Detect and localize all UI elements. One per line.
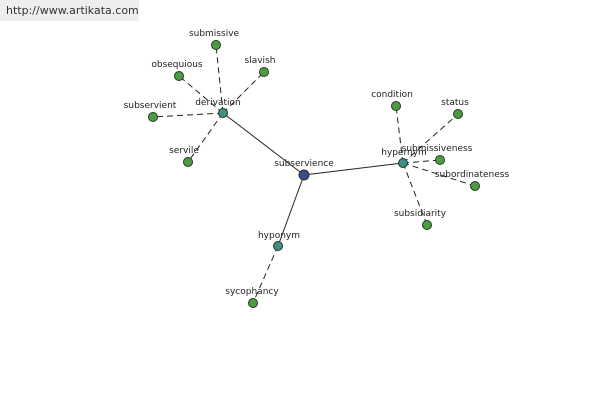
edge-hyponym-sycophancy — [252, 245, 279, 304]
edge-hypernym-status — [402, 113, 459, 164]
label-subservience[interactable]: subservience — [274, 159, 334, 169]
node-obsequious[interactable] — [174, 71, 184, 81]
label-subservient[interactable]: subservient — [124, 101, 177, 111]
edge-hypernym-subsidiarity — [402, 162, 428, 226]
node-subservient[interactable] — [148, 112, 158, 122]
node-status[interactable] — [453, 109, 463, 119]
node-servile[interactable] — [183, 157, 193, 167]
watermark-url: http://www.artikata.com — [0, 0, 139, 21]
label-slavish[interactable]: slavish — [245, 56, 276, 66]
label-status[interactable]: status — [441, 98, 469, 108]
node-hypernym[interactable] — [398, 158, 408, 168]
node-subsidiarity[interactable] — [422, 220, 432, 230]
node-submissiveness[interactable] — [435, 155, 445, 165]
label-hypernym[interactable]: hypernym — [381, 148, 427, 158]
edge-hypernym-submissiveness — [402, 159, 441, 164]
label-derivation[interactable]: derivation — [195, 98, 241, 108]
edge-derivation-servile — [187, 112, 224, 163]
edge-layer — [152, 44, 476, 304]
label-servile[interactable]: servile — [169, 146, 199, 156]
node-layer — [148, 40, 480, 308]
node-slavish[interactable] — [259, 67, 269, 77]
label-subordinateness[interactable]: subordinateness — [435, 170, 510, 180]
node-subservience[interactable] — [298, 169, 310, 181]
edge-subservience-derivation — [222, 112, 305, 176]
edge-derivation-submissive — [215, 44, 224, 114]
label-submissiveness[interactable]: submissiveness — [402, 144, 473, 154]
edge-derivation-subservient — [152, 112, 224, 118]
edge-hypernym-subordinateness — [402, 162, 476, 187]
label-obsequious[interactable]: obsequious — [151, 60, 203, 70]
label-sycophancy[interactable]: sycophancy — [225, 287, 279, 297]
label-hyponym[interactable]: hyponym — [258, 231, 300, 241]
node-hyponym[interactable] — [273, 241, 283, 251]
node-submissive[interactable] — [211, 40, 221, 50]
node-derivation[interactable] — [218, 108, 228, 118]
label-submissive[interactable]: submissive — [189, 29, 240, 39]
label-layer: subservience derivation hypernym hyponym sub… — [124, 29, 510, 297]
node-sycophancy[interactable] — [248, 298, 258, 308]
node-subordinateness[interactable] — [470, 181, 480, 191]
label-condition[interactable]: condition — [371, 90, 413, 100]
label-subsidiarity[interactable]: subsidiarity — [394, 209, 447, 219]
edge-subservience-hyponym — [277, 174, 305, 247]
edge-subservience-hypernym — [303, 162, 404, 176]
node-condition[interactable] — [391, 101, 401, 111]
